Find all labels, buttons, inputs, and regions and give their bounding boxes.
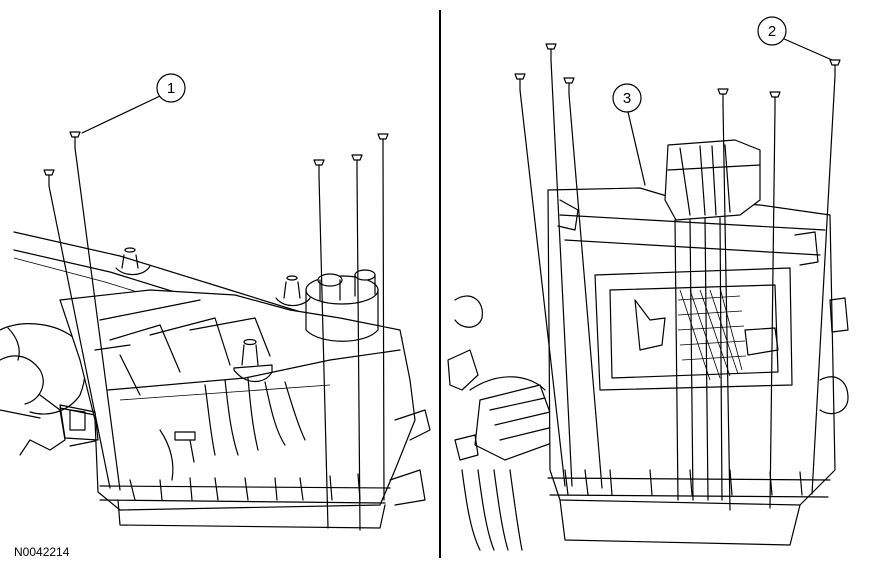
right-blower: [447, 295, 561, 551]
callout-1-label: 1: [167, 80, 175, 97]
callout-1: 1: [81, 73, 186, 134]
right-bolt-5: [769, 91, 781, 509]
figure-code: N0042214: [14, 545, 70, 559]
left-bolt-4: [351, 154, 363, 531]
left-bolt-2: [69, 131, 121, 491]
left-bolt-3: [313, 159, 329, 529]
right-bolt-2: [545, 43, 573, 487]
callout-3: 3: [612, 83, 646, 186]
left-panel: 1: [0, 73, 431, 531]
left-bolt-5: [377, 133, 389, 501]
right-bolt-3: [563, 77, 603, 489]
callout-2: 2: [757, 16, 833, 61]
right-bolt-4: [717, 88, 731, 511]
left-bolt-1: [43, 169, 111, 489]
left-housing: [59, 247, 431, 529]
right-housing: [547, 139, 849, 546]
right-bolt-6: [811, 59, 841, 495]
callout-3-label: 3: [623, 90, 631, 107]
grille: [677, 287, 747, 381]
right-panel: 2 3: [447, 16, 849, 551]
callout-2-label: 2: [768, 23, 776, 40]
right-bolt-1: [514, 73, 566, 487]
